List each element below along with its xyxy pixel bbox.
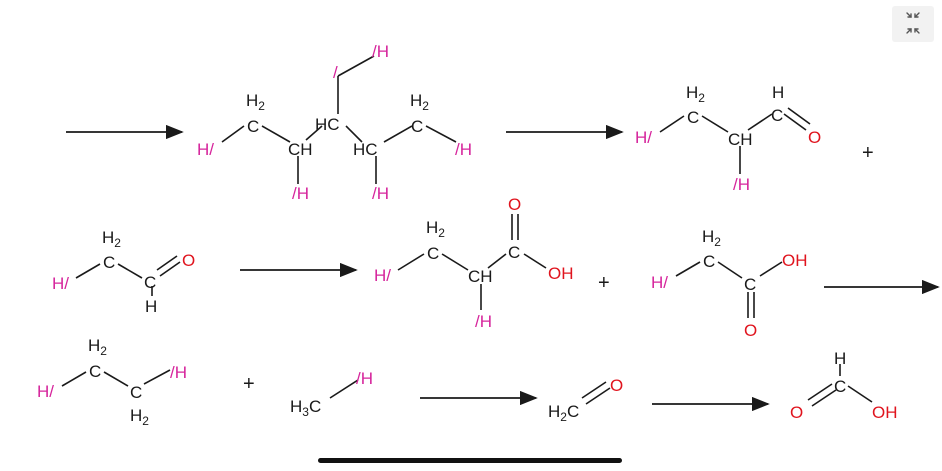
atom-ch: CH: [728, 130, 753, 149]
atom-c: C: [744, 275, 756, 294]
atom-o: O: [744, 321, 757, 340]
atom-h-radical: H/: [651, 273, 668, 292]
atom-h-radical: /H: [372, 42, 389, 61]
atom-ch: CH: [468, 267, 493, 286]
atom-h2: H2: [410, 91, 429, 113]
atom-h-radical: /H: [292, 184, 309, 203]
atom-o: O: [808, 128, 821, 147]
atom-h-radical: H/: [197, 140, 214, 159]
molecule-formaldehyde: H2C O: [548, 376, 623, 424]
atom-h-radical: H/: [635, 128, 652, 147]
molecule-carboxylic-acid-radical: H/ H2 C CH /H O C OH: [374, 195, 574, 331]
atom-h-radical: /H: [475, 312, 492, 331]
atom-h2: H2: [246, 91, 265, 113]
plus-sign: +: [243, 373, 255, 395]
atom-ch: CH: [288, 140, 313, 159]
atom-h2: H2: [702, 227, 721, 249]
atom-h-radical: H/: [52, 274, 69, 293]
atom-c: C: [427, 244, 439, 263]
atom-h2: H2: [686, 83, 705, 105]
atom-h-radical: /H: [356, 369, 373, 388]
molecule-propane-diradical: H/ H2 C C H2 /H: [37, 336, 187, 428]
atom-c: C: [687, 108, 699, 127]
atom-c: C: [130, 383, 142, 402]
atom-c: C: [144, 273, 156, 292]
atom-h2: H2: [426, 218, 445, 240]
atom-oh: OH: [782, 251, 808, 270]
atom-c: C: [703, 252, 715, 271]
atom-h: H: [145, 297, 157, 316]
atom-h2: H2: [130, 406, 149, 428]
atom-hc: HC: [353, 140, 378, 159]
molecule-branched-alkane-radical: H/ H2 C CH /H HC / /H HC /H H2 C /H: [197, 42, 472, 203]
molecule-acetaldehyde-radical: H/ H2 C C O H: [52, 228, 195, 316]
molecule-aldehyde-radical: H/ H2 C CH /H H C O: [635, 83, 821, 194]
atom-o: O: [182, 251, 195, 270]
collapse-button[interactable]: [892, 6, 934, 42]
atom-h2: H2: [102, 228, 121, 250]
atom-c: C: [103, 253, 115, 272]
atom-h-radical: H/: [374, 266, 391, 285]
home-indicator-bar[interactable]: [318, 458, 622, 463]
atom-oh: OH: [872, 403, 898, 422]
atom-h-radical: /H: [733, 175, 750, 194]
atom-h2: H2: [88, 336, 107, 358]
atom-c: C: [508, 243, 520, 262]
atom-h: H: [772, 83, 784, 102]
atom-o: O: [790, 403, 803, 422]
atom-c: C: [89, 362, 101, 381]
molecule-acetic-acid-radical: H/ H2 C C OH O: [651, 227, 808, 340]
atom-o: O: [610, 376, 623, 395]
atom-h-radical: /H: [170, 363, 187, 382]
atom-h-radical: /H: [455, 140, 472, 159]
atom-h: H: [834, 349, 846, 368]
atom-o: O: [508, 195, 521, 214]
plus-sign: +: [862, 142, 874, 164]
molecule-methyl-radical: H3C /H: [290, 369, 373, 419]
atom-h-radical: H/: [37, 382, 54, 401]
atom-oh: OH: [548, 264, 574, 283]
atom-radical-slash: /: [333, 63, 338, 82]
atom-c: C: [247, 117, 259, 136]
molecule-formic-acid: H C O OH: [790, 349, 898, 422]
plus-sign: +: [598, 272, 610, 294]
atom-c: C: [834, 377, 846, 396]
atom-h3c: H3C: [290, 397, 321, 419]
collapse-arrows-icon: [906, 12, 920, 34]
atom-hc: HC: [315, 115, 340, 134]
atom-h-radical: /H: [372, 184, 389, 203]
atom-h2c: H2C: [548, 402, 579, 424]
atom-c: C: [771, 106, 783, 125]
atom-c: C: [411, 117, 423, 136]
